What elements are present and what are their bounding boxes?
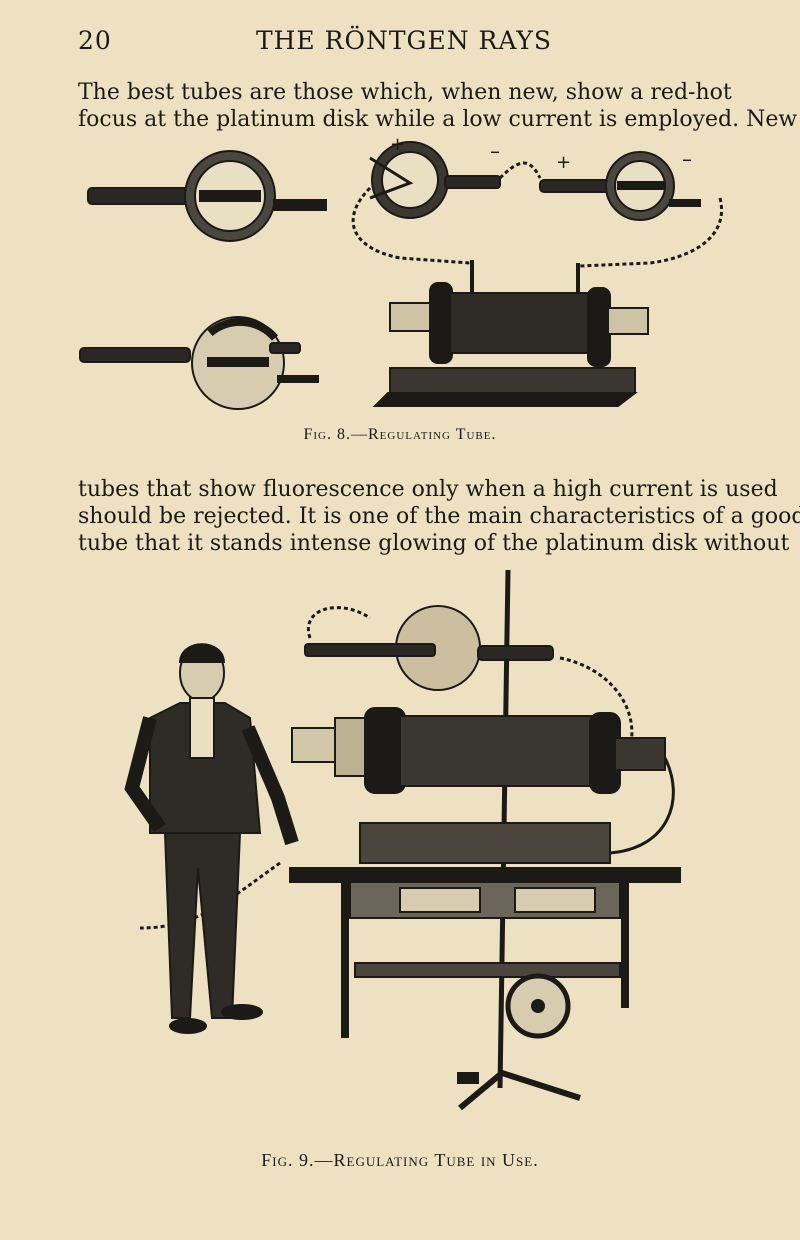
- coil-wire-right: [579, 197, 723, 268]
- cathode-minus-label-2: –: [682, 147, 692, 171]
- page-number: 20: [78, 26, 112, 55]
- anode-plus-label: +: [390, 138, 405, 155]
- figure-9-caption: Fig. 9.—Regulating Tube in Use.: [261, 1150, 539, 1170]
- text-line: The best tubes are those which, when new…: [78, 80, 732, 105]
- induction-coil: [291, 707, 675, 855]
- apparatus-cart: [289, 822, 681, 1039]
- induction-coil: [372, 282, 649, 407]
- figure-9-illustration: [110, 568, 700, 1143]
- operator-figure: [124, 643, 299, 1034]
- coil-wire-middle: [498, 161, 542, 180]
- x-ray-tube: [304, 605, 634, 749]
- paragraph-top: The best tubes are those which, when new…: [78, 79, 798, 133]
- running-head: 20 THE RÖNTGEN RAYS: [78, 26, 730, 60]
- coil-wire-left: [351, 186, 471, 265]
- paragraph-bottom: tubes that show fluorescence only when a…: [78, 476, 800, 557]
- x-ray-tube-middle: [369, 141, 501, 219]
- x-ray-tube-right: [539, 151, 701, 221]
- text-line: focus at the platinum disk while a low c…: [78, 107, 798, 132]
- anode-plus-label-2: +: [556, 152, 571, 173]
- running-title: THE RÖNTGEN RAYS: [255, 26, 553, 55]
- text-line: tube that it stands intense glowing of t…: [78, 531, 790, 556]
- figure-8-illustration: + – + –: [70, 138, 730, 423]
- figure-9-drawing: [124, 569, 681, 1111]
- figure-8-caption: Fig. 8.—Regulating Tube.: [303, 426, 497, 443]
- figure-8-drawing: + – + –: [79, 138, 723, 410]
- text-line: should be rejected. It is one of the mai…: [78, 504, 800, 529]
- x-ray-tube-bottom-left: [79, 316, 319, 410]
- cathode-minus-label-1: –: [490, 139, 500, 163]
- x-ray-tube-top-left: [87, 150, 327, 242]
- text-line: tubes that show fluorescence only when a…: [78, 477, 778, 502]
